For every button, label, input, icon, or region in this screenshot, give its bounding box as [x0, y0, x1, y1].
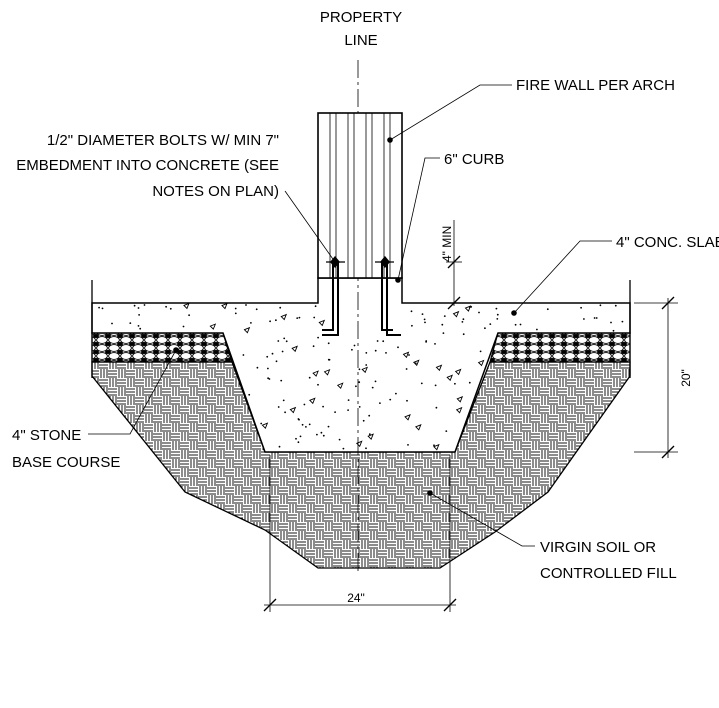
- slab-label: 4" CONC. SLAB: [616, 234, 719, 251]
- property-line-label-1: PROPERTY: [320, 9, 402, 26]
- fire-wall-label: FIRE WALL PER ARCH: [516, 77, 675, 94]
- property-line-label-2: LINE: [344, 32, 377, 49]
- anchor-bolt-right: [375, 256, 401, 336]
- leader-curb: [395, 157, 440, 283]
- stone-label-1: 4" STONE: [12, 427, 81, 444]
- curb-min-label: 4" MIN: [440, 226, 454, 262]
- width-dimension-label: 24": [347, 591, 365, 605]
- leader-fire-wall: [387, 84, 512, 143]
- leader-stone: [88, 347, 179, 435]
- stone-base-right: [489, 332, 631, 363]
- depth-dimension-label: 20": [679, 369, 693, 387]
- leader-soil: [427, 490, 535, 547]
- bolts-label-3: NOTES ON PLAN): [152, 183, 279, 200]
- soil-label-2: CONTROLLED FILL: [540, 565, 677, 582]
- width-dimension: [263, 455, 457, 612]
- depth-dimension: [634, 296, 678, 459]
- concrete-aggregate: [98, 302, 624, 451]
- bolts-label-2: EMBEDMENT INTO CONCRETE (SEE: [16, 157, 279, 174]
- leader-slab: [511, 240, 612, 316]
- curb-label: 6" CURB: [444, 151, 504, 168]
- leader-bolts: [284, 190, 338, 265]
- stone-label-2: BASE COURSE: [12, 454, 120, 471]
- bolts-label-1: 1/2" DIAMETER BOLTS W/ MIN 7": [47, 132, 279, 149]
- soil-label-1: VIRGIN SOIL OR: [540, 539, 656, 556]
- stone-base-left: [91, 332, 233, 363]
- curb-min-dimension: [446, 220, 462, 310]
